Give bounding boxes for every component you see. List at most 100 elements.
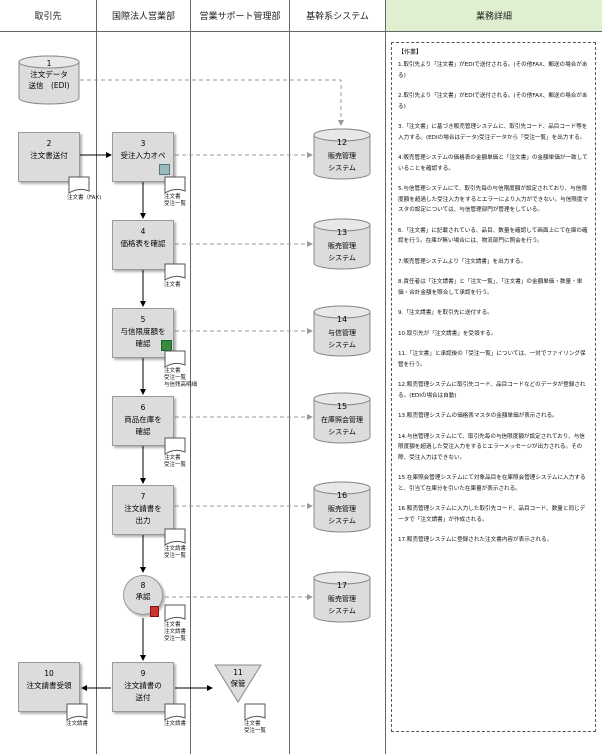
document-icon	[164, 263, 186, 281]
process-9-label: 注文請書の	[124, 681, 162, 690]
detail-item: 6.「注文書」に記載されている、品目、数量を確認して画面上にて在庫の確認を行う。…	[398, 227, 588, 245]
process-9-label-2: 送付	[135, 693, 151, 702]
process-10-label: 注文請書受領	[26, 681, 72, 690]
lane-sales-support	[191, 32, 290, 754]
document-icon	[164, 528, 186, 546]
lane-header-partner: 取引先	[0, 0, 97, 32]
process-7-label: 注文請書を	[124, 504, 162, 513]
process-2-number: 2	[46, 139, 52, 148]
detail-item: 2.取引先より「注文書」がEDIで送付される。(その他FAX、郵送の場合がある)	[398, 93, 588, 110]
lane-intl-sales	[97, 32, 191, 754]
process-2: 2 注文書送付	[18, 132, 80, 182]
database-16-number: 16	[336, 491, 348, 500]
doc-label-8: 注文書注文請書受注一覧	[164, 622, 187, 642]
process-7: 7 注文請書を 出力	[112, 485, 174, 535]
process-6-number: 6	[140, 403, 146, 412]
detail-item: 11.「注文書」と承認後の「受注一覧」については、一対でファイリング保管を行う。	[398, 351, 586, 368]
detail-item: 7.販売管理システムより「注文請書」を出力する。	[398, 258, 527, 265]
doc-label-3: 注文書受注一覧	[164, 194, 187, 207]
entry-icon	[159, 164, 170, 175]
process-10-number: 10	[44, 669, 54, 678]
document-icon	[164, 437, 186, 455]
process-7-label-2: 出力	[135, 516, 151, 525]
process-9-number: 9	[140, 669, 146, 678]
process-5-label-2: 確認	[135, 339, 151, 348]
document-icon	[68, 176, 90, 194]
process-6-label-2: 確認	[135, 427, 151, 436]
process-5-label: 与信限度額を	[120, 327, 166, 336]
database-15: 15 在庫照会管理システム	[313, 392, 371, 444]
database-15-number: 15	[336, 402, 348, 411]
detail-item: 12.販売管理システムに取引先コード、品目コードなどのデータが登録される。(ED…	[398, 382, 586, 399]
detail-item: 16.販売管理システムに入力した取引先コード、品目コード、数量と同じデータで「注…	[398, 506, 586, 523]
process-8-number: 8	[140, 581, 146, 590]
lane-header-sales-support: 営業サポート管理部	[191, 0, 290, 32]
process-1-number: 1	[46, 59, 52, 68]
doc-label-5: 注文書受注一覧与信残高明細	[164, 368, 198, 388]
process-7-number: 7	[140, 492, 146, 501]
database-14: 14 与信管理システム	[313, 305, 371, 357]
database-16: 16 販売管理システム	[313, 481, 371, 533]
document-icon	[244, 703, 266, 721]
detail-item: 8.責任者は「注文請書」と「注文一覧」、「注文書」の金額単価・数量・単価・合計金…	[398, 279, 583, 296]
lane-partner	[0, 32, 97, 754]
database-13: 13 販売管理システム	[313, 218, 371, 270]
process-6-label: 商品在庫を	[124, 415, 162, 424]
process-3: 3 受注入力オペ	[112, 132, 174, 182]
process-8-label: 承認	[135, 592, 151, 601]
document-icon	[164, 176, 186, 194]
process-11-storage	[214, 664, 262, 703]
doc-label-4: 注文書	[164, 282, 181, 288]
database-17-number: 17	[336, 581, 348, 590]
doc-label-10: 注文請書	[66, 721, 89, 727]
database-13-number: 13	[336, 228, 348, 237]
process-1-text: 1 注文データ 送信 (EDI)	[18, 58, 80, 91]
pdf-icon	[150, 606, 159, 617]
detail-item: 3.「注文書」に基づき販売管理システムに、取引先コード、品目コード等を入力する。…	[398, 124, 588, 141]
lane-header-intl-sales: 国際法人営業部	[97, 0, 191, 32]
doc-label-9: 注文請書	[164, 721, 187, 727]
detail-item: 4.販売管理システムの価格表の金額単価と「注文書」の金額単価が一致していることを…	[398, 155, 588, 172]
process-11-number: 11	[233, 668, 243, 677]
lane-header-core-system: 基幹系システム	[290, 0, 386, 32]
process-3-label: 受注入力オペ	[120, 151, 166, 160]
doc-label-7: 注文請書受注一覧	[164, 546, 187, 559]
process-9: 9 注文請書の 送付	[112, 662, 174, 712]
process-11-label: 保管	[230, 679, 246, 688]
process-4-label: 価格表を確認	[120, 239, 166, 248]
process-11-text: 11 保管	[214, 667, 262, 689]
detail-item: 14.与信管理システムにて、取引先毎の与信限度額が設定されており、与信限度額を超…	[398, 433, 585, 461]
detail-item: 17.販売管理システムに登録された注文書内容が表示される。	[398, 537, 553, 543]
process-4: 4 価格表を確認	[112, 220, 174, 270]
process-1-label-2: 送信 (EDI)	[28, 81, 70, 90]
detail-item: 1.取引先より「注文書」がEDIで送付される。(その他FAX、郵送の場合がある)	[398, 62, 588, 79]
doc-label-6: 注文書受注一覧	[164, 455, 187, 468]
process-6: 6 商品在庫を 確認	[112, 396, 174, 446]
process-4-number: 4	[140, 227, 146, 236]
database-14-number: 14	[336, 315, 348, 324]
document-icon	[164, 703, 186, 721]
detail-item: 9.「注文請書」を取引先に送付する。	[398, 310, 493, 316]
detail-item: 10.取引先が「注文請書」を受領する。	[398, 330, 497, 337]
detail-item: 13.販売管理システムの価格表マスタの金額単価が表示される。	[398, 413, 558, 419]
process-1-cylinder	[18, 55, 80, 105]
process-3-number: 3	[140, 139, 146, 148]
document-icon	[164, 350, 186, 368]
database-12: 12 販売管理システム	[313, 128, 371, 180]
process-2-label: 注文書送付	[30, 151, 68, 160]
process-5-number: 5	[140, 315, 146, 324]
doc-label-11: 注文書受注一覧	[244, 721, 267, 734]
detail-item: 5.与信管理システムにて、取引先毎の与信限度額が設定されており、与信限度額を超過…	[398, 186, 589, 213]
details-panel: 【作業】 1.取引先より「注文書」がEDIで送付される。(その他FAX、郵送の場…	[391, 42, 596, 732]
document-icon	[164, 604, 186, 622]
doc-label-fax: 注文書（FAX)	[67, 195, 102, 201]
lane-header-details: 業務詳細	[386, 0, 602, 32]
detail-item: 15.在庫照会管理システムにて対象品目を在庫照会管理システムに入力すると、引当て…	[398, 475, 586, 492]
database-12-number: 12	[336, 138, 348, 147]
lane-core-system	[290, 32, 386, 754]
document-icon	[66, 703, 88, 721]
process-1-label: 注文データ	[30, 70, 68, 79]
details-title: 【作業】	[398, 49, 423, 56]
